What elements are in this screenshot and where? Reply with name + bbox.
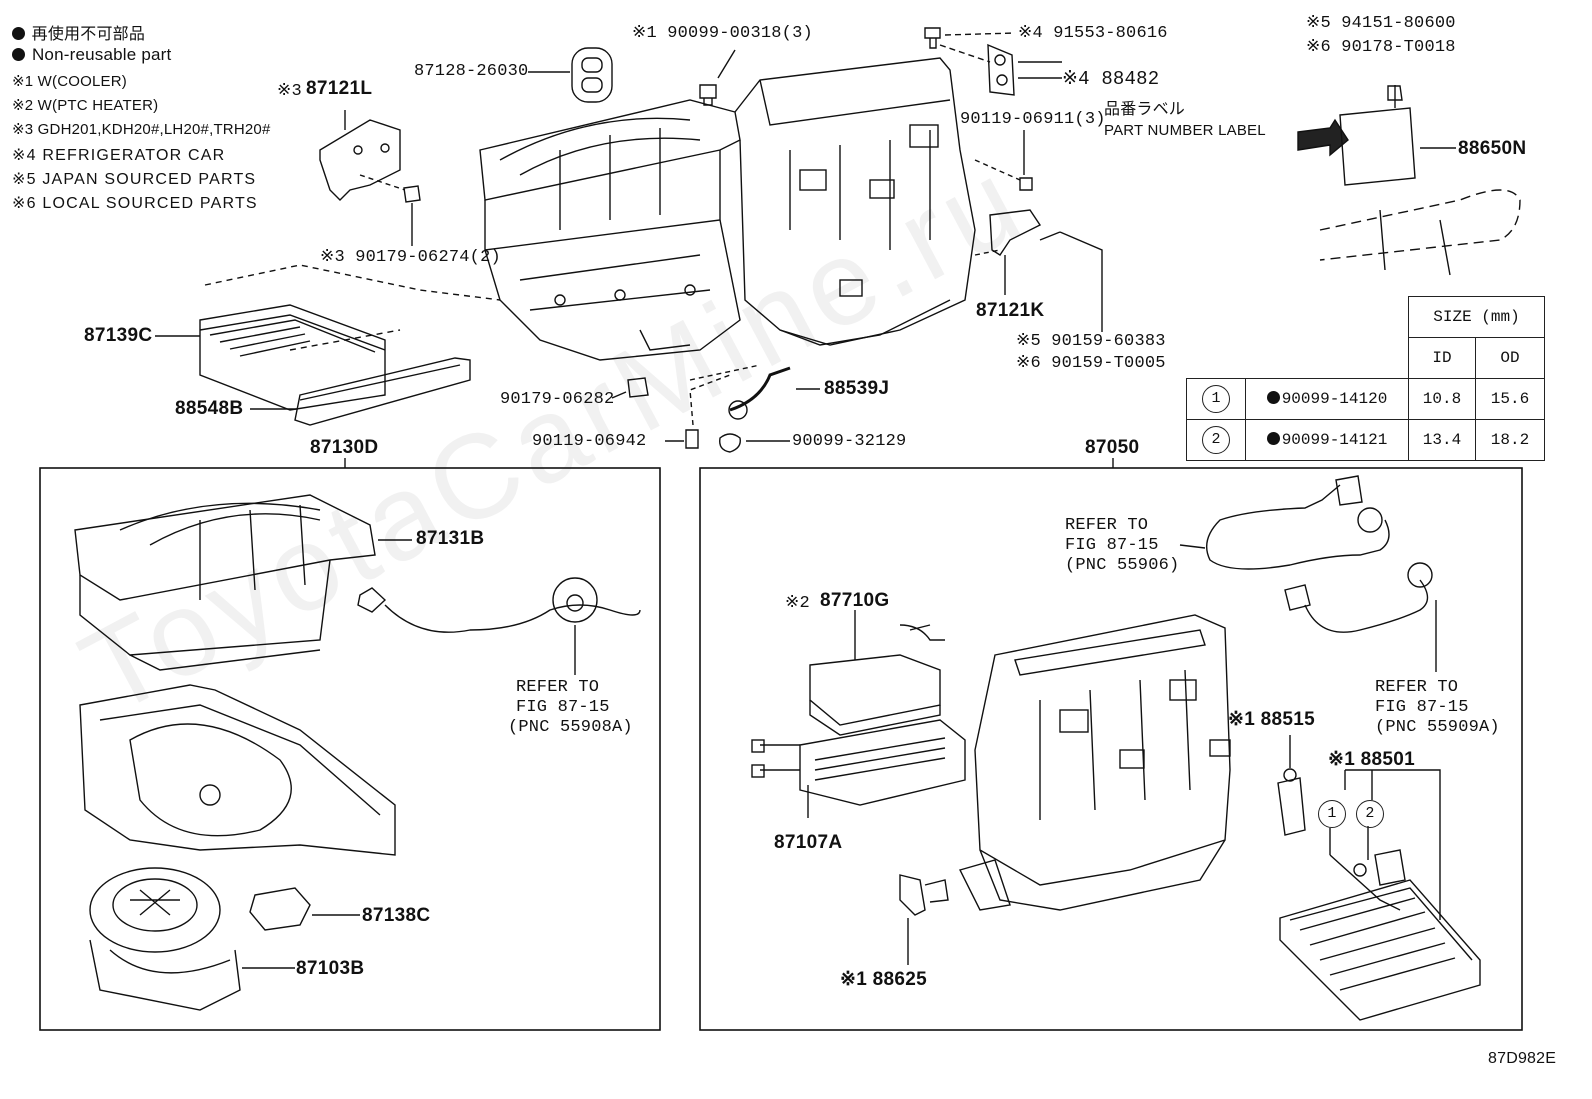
part-87710G: 87710G <box>820 590 890 611</box>
part-90159-60383: ※5 90159-60383 <box>1016 332 1166 351</box>
part-90099-32129: 90099-32129 <box>792 432 907 451</box>
refer-b-line1: REFER TO <box>1375 678 1459 697</box>
part-88501: ※1 88501 <box>1328 749 1415 770</box>
refer-b-line2: FIG 87-15 <box>1375 698 1469 717</box>
part-87121L-mark: ※3 <box>277 82 302 101</box>
size-row-num: 2 <box>1186 419 1246 461</box>
part-87128-26030: 87128-26030 <box>414 62 529 81</box>
filter-87139C <box>199 304 386 411</box>
part-94151-80600: ※5 94151-80600 <box>1306 14 1456 33</box>
legend-line1-text: 再使用不可部品 <box>31 26 146 43</box>
non-reusable-dot-icon <box>12 27 25 40</box>
refer-line1: REFER TO <box>516 678 600 697</box>
legend-note3: ※3 GDH201,KDH20#,LH20#,TRH20# <box>12 121 271 138</box>
non-reusable-dot-icon <box>12 48 25 61</box>
part-88548B: 88548B <box>175 398 244 419</box>
legend-line2: Non-reusable part <box>12 45 171 65</box>
refer-b-line3: (PNC 55909A) <box>1375 718 1500 737</box>
part-87103B: 87103B <box>296 958 365 979</box>
part-87107A: 87107A <box>774 832 843 853</box>
size-row-num: 1 <box>1186 378 1246 420</box>
part-87131B: 87131B <box>416 528 485 549</box>
size-row-id: 13.4 <box>1408 419 1476 461</box>
circle-number: 1 <box>1202 385 1230 413</box>
blower-parts-drawing <box>74 494 641 1011</box>
legend-note4: ※4 REFRIGERATOR CAR <box>12 147 226 164</box>
part-91553-80616: ※4 91553-80616 <box>1018 24 1168 43</box>
part-88515: ※1 88515 <box>1228 709 1315 730</box>
seal-circle-2: 2 <box>1356 800 1384 828</box>
size-col-id: ID <box>1408 337 1476 379</box>
non-reusable-dot-icon <box>1266 432 1280 445</box>
legend-line1: 再使用不可部品 <box>12 20 145 44</box>
blower-section-box <box>39 467 661 1031</box>
size-row-id: 10.8 <box>1408 378 1476 420</box>
part-87121K: 87121K <box>976 300 1045 321</box>
part-90119-06911: 90119-06911(3) <box>960 110 1106 129</box>
circle-number: 2 <box>1356 800 1384 828</box>
refer-a-line3: (PNC 55906) <box>1065 556 1180 575</box>
legend-note2: ※2 W(PTC HEATER) <box>12 97 159 114</box>
refer-line3: (PNC 55908A) <box>508 718 633 737</box>
size-row-part-text: 90099-14121 <box>1281 431 1388 449</box>
grommet-87128 <box>571 47 613 103</box>
heater-parts-drawing <box>751 475 1481 1021</box>
part-90179-06282: 90179-06282 <box>500 390 615 409</box>
refer-a-line2: FIG 87-15 <box>1065 536 1159 555</box>
part-90159-T0005: ※6 90159-T0005 <box>1016 354 1166 373</box>
circle-number: 1 <box>1318 800 1346 828</box>
part-87130D: 87130D <box>310 437 379 458</box>
seal-circle-1: 1 <box>1318 800 1346 828</box>
legend-line2-text: Non-reusable part <box>31 45 172 64</box>
part-number-label-jp: 品番ラベル <box>1104 99 1186 118</box>
part-88539J: 88539J <box>824 378 890 399</box>
size-table: SIZE (mm) ID OD 1 90099-14120 10.8 15.6 … <box>1186 296 1545 461</box>
legend-note5: ※5 JAPAN SOURCED PARTS <box>12 171 257 188</box>
part-88625: ※1 88625 <box>840 969 927 990</box>
size-row-part: 90099-14120 <box>1245 378 1409 420</box>
size-row-part: 90099-14121 <box>1245 419 1409 461</box>
size-row-od: 18.2 <box>1475 419 1545 461</box>
heater-section-box <box>699 467 1523 1031</box>
part-87050: 87050 <box>1085 437 1140 458</box>
size-row: 2 90099-14121 13.4 18.2 <box>1186 419 1545 461</box>
non-reusable-dot-icon <box>1266 391 1280 404</box>
circle-number: 2 <box>1202 426 1230 454</box>
legend-note1: ※1 W(COOLER) <box>12 73 127 90</box>
part-90119-06942: 90119-06942 <box>532 432 647 451</box>
cover-88548B <box>294 357 471 426</box>
size-row-od: 15.6 <box>1475 378 1545 420</box>
size-row-part-text: 90099-14120 <box>1281 390 1388 408</box>
part-number-label-arrow <box>1297 118 1349 157</box>
refer-a-line1: REFER TO <box>1065 516 1149 535</box>
size-row: 1 90099-14120 10.8 15.6 <box>1186 378 1545 420</box>
part-88482: ※4 88482 <box>1062 68 1160 90</box>
part-87139C: 87139C <box>84 325 153 346</box>
legend-note6: ※6 LOCAL SOURCED PARTS <box>12 195 258 212</box>
part-90179-06274: ※3 90179-06274(2) <box>320 248 501 267</box>
part-87121L: 87121L <box>306 78 373 99</box>
part-87138C: 87138C <box>362 905 431 926</box>
refer-line2: FIG 87-15 <box>516 698 610 717</box>
part-90178-T0018: ※6 90178-T0018 <box>1306 38 1456 57</box>
hvac-assembly-drawing <box>479 57 976 361</box>
part-87710G-mark: ※2 <box>785 594 810 613</box>
diagram-code: 87D982E <box>1488 1050 1557 1067</box>
size-table-header: SIZE (mm) <box>1408 296 1545 338</box>
part-90099-00318: ※1 90099-00318(3) <box>632 24 813 43</box>
size-col-od: OD <box>1475 337 1545 379</box>
part-88650N: 88650N <box>1458 138 1527 159</box>
part-number-label-en: PART NUMBER LABEL <box>1104 122 1266 139</box>
